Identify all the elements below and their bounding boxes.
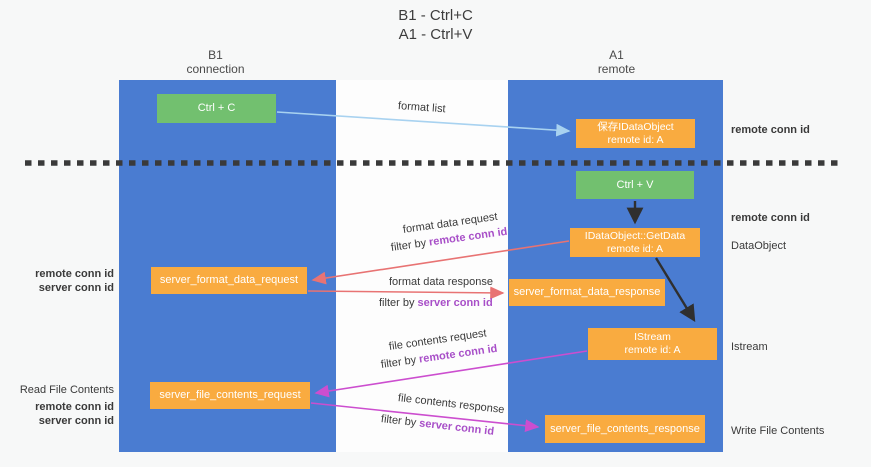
left-remote-conn-id-label-2: remote conn id	[35, 401, 114, 413]
right-remote-conn-id-label-top: remote conn id	[731, 124, 810, 136]
ctrl-c-label: Ctrl + C	[197, 102, 236, 114]
save-idataobject-box: 保存IDataObject remote id: A	[576, 119, 695, 148]
server-file-contents-response-label: server_file_contents_response	[550, 422, 700, 435]
idataobject-getdata-box: IDataObject::GetData remote id: A	[570, 228, 700, 257]
getdata-line2: remote id: A	[606, 242, 664, 255]
title-line-1: B1 - Ctrl+C	[398, 7, 473, 24]
server-format-data-response-label: server_format_data_response	[513, 286, 661, 298]
format-data-response-label: format data response	[389, 276, 493, 288]
istream-line2: remote id: A	[624, 344, 681, 356]
server-format-data-request-label: server_format_data_request	[159, 274, 299, 286]
ctrl-c-box: Ctrl + C	[157, 94, 276, 123]
dataobject-label: DataObject	[731, 240, 787, 252]
ctrl-v-label: Ctrl + V	[616, 178, 654, 191]
lane-a1-name: A1	[609, 48, 624, 62]
lane-b1-subtitle: connection	[186, 62, 245, 76]
lane-a1-subtitle: remote	[597, 62, 636, 76]
write-file-contents-label: Write File Contents	[731, 425, 825, 437]
title-line-2: A1 - Ctrl+V	[398, 26, 473, 43]
server-file-contents-request-label: server_file_contents_request	[159, 389, 301, 401]
server-conn-id-text: server conn id	[417, 297, 493, 309]
ctrl-v-box: Ctrl + V	[576, 171, 694, 199]
istream-label: Istream	[731, 341, 768, 353]
filter-by-text: filter by	[379, 297, 418, 309]
lane-header-b1: B1 connection	[107, 48, 324, 76]
server-format-data-request-box: server_format_data_request	[151, 267, 307, 294]
save-idataobject-line1: 保存IDataObject	[597, 120, 674, 133]
istream-line1: IStream	[634, 331, 671, 343]
format-data-response-filter-label: filter by server conn id	[379, 297, 493, 309]
right-remote-conn-id-label-mid: remote conn id	[731, 212, 810, 224]
server-file-contents-response-box: server_file_contents_response	[545, 415, 705, 443]
save-idataobject-line2: remote id: A	[607, 133, 664, 146]
left-server-conn-id-label-2: server conn id	[38, 415, 114, 427]
server-format-data-response-box: server_format_data_response	[509, 279, 665, 306]
left-remote-conn-id-label: remote conn id	[35, 268, 114, 280]
lane-header-a1: A1 remote	[508, 48, 725, 76]
left-server-conn-id-label: server conn id	[38, 282, 114, 294]
getdata-line1: IDataObject::GetData	[584, 229, 686, 242]
lane-b1-name: B1	[208, 48, 223, 62]
server-file-contents-request-box: server_file_contents_request	[150, 382, 310, 409]
diagram-title: B1 - Ctrl+C A1 - Ctrl+V	[0, 6, 871, 44]
read-file-contents-label: Read File Contents	[19, 384, 114, 396]
istream-box: IStream remote id: A	[588, 328, 717, 360]
